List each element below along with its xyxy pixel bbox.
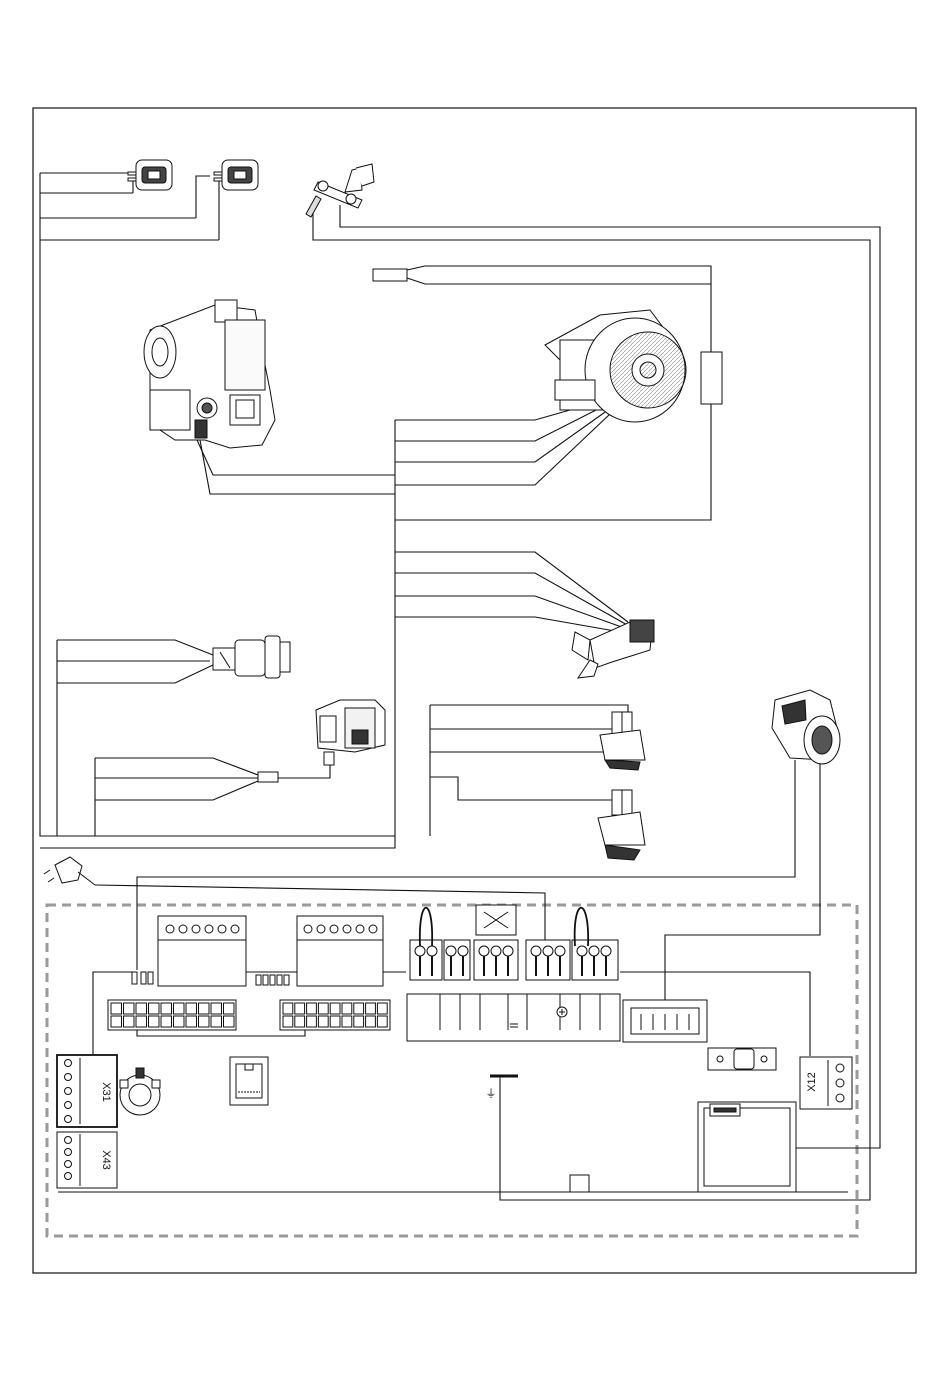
fan <box>545 310 686 422</box>
connector-x31-label: X31 <box>100 1082 112 1102</box>
temperature-sensor <box>213 636 290 678</box>
connector-pin <box>295 1003 305 1014</box>
control-board: X31 X43 ⏚ <box>57 905 852 1192</box>
connector-pin <box>330 1016 340 1027</box>
connector-pin <box>174 1016 185 1027</box>
connector-pin <box>124 1016 135 1027</box>
inline-connector <box>701 352 722 404</box>
pump-connector <box>623 1000 707 1042</box>
connector-pin <box>186 1016 197 1027</box>
board-switch <box>708 1048 776 1070</box>
connector-pin <box>307 1003 317 1014</box>
connector-pin <box>354 1016 364 1027</box>
connector-pin <box>295 1016 305 1027</box>
mains-plug <box>44 857 95 885</box>
ntc-sensor-2 <box>214 160 258 190</box>
connector-pin <box>366 1016 376 1027</box>
rj-socket <box>230 1057 268 1105</box>
connector-pin <box>318 1016 328 1027</box>
connector-pin <box>211 1016 222 1027</box>
connector-pin <box>224 1003 235 1014</box>
connector-pin <box>174 1003 185 1014</box>
connector-x12-label: X12 <box>806 1072 818 1092</box>
board-small-part <box>570 1175 589 1192</box>
temperature-limiter-1 <box>600 712 645 770</box>
connector-pin <box>149 1003 160 1014</box>
earth-icon: ⏚ <box>486 1087 497 1100</box>
terminal-strip <box>407 905 620 1041</box>
connector-x43-label: X43 <box>100 1150 112 1170</box>
connector-pin <box>111 1016 122 1027</box>
connector-pin <box>161 1016 172 1027</box>
plug-small <box>373 269 407 281</box>
connector-pin <box>307 1016 317 1027</box>
connector-pin <box>354 1003 364 1014</box>
connector-pin <box>199 1003 210 1014</box>
gas-valve <box>144 300 275 448</box>
connector-pin <box>111 1003 122 1014</box>
connector-pin <box>377 1003 387 1014</box>
connector-pin <box>136 1003 147 1014</box>
flow-switch <box>316 700 385 765</box>
connector-pin <box>211 1003 222 1014</box>
connector-pin <box>318 1003 328 1014</box>
relay-block-2 <box>297 916 383 986</box>
connector-pin <box>199 1016 210 1027</box>
earth-terminal <box>490 1076 518 1082</box>
connector-pin <box>136 1016 147 1027</box>
connector-pin <box>186 1003 197 1014</box>
connector-pin <box>330 1003 340 1014</box>
ntc-sensor-1 <box>128 160 172 190</box>
flow-switch-connector <box>258 772 278 782</box>
pressure-sensor <box>572 620 654 678</box>
connector-pin <box>283 1003 293 1014</box>
connector-pin <box>283 1016 293 1027</box>
connector-pin <box>377 1016 387 1027</box>
outer-frame <box>33 108 916 1273</box>
connector-pin <box>224 1016 235 1027</box>
connector-pin <box>342 1003 352 1014</box>
transformer <box>698 1102 796 1192</box>
relay-block-1 <box>158 916 246 986</box>
multi-pin-connector-2 <box>280 1000 390 1030</box>
connector-pin <box>149 1016 160 1027</box>
connector-pin <box>124 1003 135 1014</box>
connector-pin <box>366 1003 376 1014</box>
pump <box>772 690 840 764</box>
multi-pin-connector-1 <box>108 1000 236 1030</box>
connector-pin <box>342 1016 352 1027</box>
connector-pin <box>161 1003 172 1014</box>
potentiometer <box>120 1068 160 1115</box>
